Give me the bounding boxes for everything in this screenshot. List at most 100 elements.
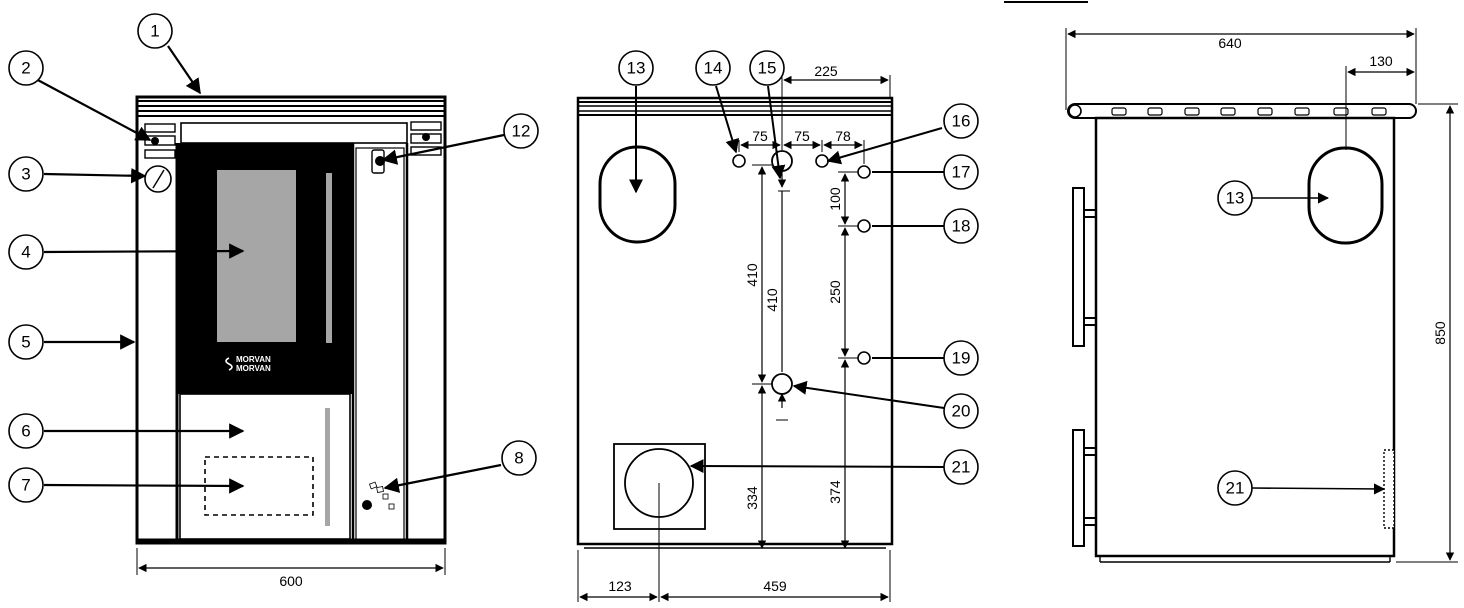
- leader-20: [792, 380, 945, 409]
- side-handle-upper: [1072, 187, 1085, 347]
- leader-12: [381, 133, 505, 165]
- control-slot: [144, 123, 176, 133]
- leader-2: [33, 77, 152, 141]
- dim-label-640: 640: [1218, 35, 1242, 51]
- ash-door-handle: [325, 408, 330, 526]
- callout-12: 12: [503, 113, 539, 149]
- callout-16: 16: [943, 103, 979, 139]
- dim-label-75a: 75: [752, 128, 768, 144]
- dim-label-600: 600: [279, 573, 303, 589]
- dim-label-374: 374: [827, 480, 843, 504]
- ash-pan-outline: [204, 456, 314, 516]
- port-17: [857, 165, 871, 179]
- svg-text:5: 5: [21, 333, 30, 352]
- svg-text:17: 17: [952, 163, 971, 182]
- leader-21-side: [1251, 483, 1386, 495]
- callout-17: 17: [943, 154, 979, 190]
- leader-3: [43, 168, 147, 184]
- front-view: MORVAN MORVAN 600: [135, 95, 447, 589]
- side-top-plate-end: [1068, 104, 1082, 118]
- svg-text:15: 15: [758, 59, 777, 78]
- callout-13-side: 13: [1217, 180, 1253, 216]
- svg-text:21: 21: [1226, 479, 1245, 498]
- callout-5: 5: [8, 324, 44, 360]
- port-18: [857, 219, 871, 233]
- callout-2: 2: [8, 50, 44, 86]
- callout-19: 19: [943, 340, 979, 376]
- brand-logo: MORVAN MORVAN: [225, 355, 271, 373]
- callout-1: 1: [137, 13, 173, 49]
- small-rating-label: [368, 481, 395, 510]
- brand-logo-line2: MORVAN: [236, 364, 271, 373]
- svg-text:8: 8: [514, 449, 523, 468]
- front-leaders: [33, 45, 505, 494]
- control-slot: [410, 121, 442, 131]
- leader-4: [43, 243, 245, 259]
- side-top-slots: [1111, 107, 1387, 116]
- front-right-panel: [355, 147, 405, 541]
- side-leaders: [1251, 192, 1386, 495]
- callout-18: 18: [943, 208, 979, 244]
- brand-logo-line1: MORVAN: [236, 355, 271, 364]
- side-handle-lower: [1072, 429, 1085, 547]
- svg-text:1: 1: [150, 22, 159, 41]
- leader-14: [715, 85, 740, 154]
- dim-label-100: 100: [827, 187, 843, 211]
- svg-text:3: 3: [21, 165, 30, 184]
- leader-21-back: [689, 459, 945, 474]
- svg-text:2: 2: [21, 59, 30, 78]
- gauge-needle: [152, 169, 165, 189]
- callout-4: 4: [8, 234, 44, 270]
- port-19: [857, 351, 871, 365]
- svg-text:20: 20: [952, 402, 971, 421]
- port-20: [771, 373, 793, 395]
- port-14: [732, 154, 746, 168]
- door-glass: [217, 170, 296, 342]
- dim-label-459: 459: [763, 578, 787, 594]
- callout-14: 14: [695, 50, 731, 86]
- dim-label-78: 78: [835, 128, 851, 144]
- dim-label-334: 334: [744, 486, 760, 510]
- callout-13-back: 13: [618, 50, 654, 86]
- callout-21-side: 21: [1217, 470, 1253, 506]
- svg-text:18: 18: [952, 217, 971, 236]
- ash-door: [179, 393, 351, 540]
- svg-text:6: 6: [21, 422, 30, 441]
- callout-8: 8: [501, 440, 537, 476]
- callout-3: 3: [8, 156, 44, 192]
- control-knob: [151, 137, 159, 145]
- dim-label-123: 123: [608, 578, 632, 594]
- callout-21-back: 21: [943, 449, 979, 485]
- control-knob: [422, 133, 430, 141]
- control-slot: [144, 149, 176, 159]
- svg-text:13: 13: [1226, 189, 1245, 208]
- dim-label-250: 250: [827, 280, 843, 304]
- svg-text:21: 21: [952, 458, 971, 477]
- back-flue-opening: [598, 145, 677, 244]
- side-flue-opening: [1307, 146, 1384, 245]
- dim-label-850: 850: [1432, 321, 1448, 345]
- svg-text:14: 14: [704, 59, 723, 78]
- back-leaders: [629, 85, 945, 474]
- svg-text:4: 4: [21, 243, 30, 262]
- callout-6: 6: [8, 413, 44, 449]
- svg-text:19: 19: [952, 349, 971, 368]
- dim-label-410a: 410: [744, 263, 760, 287]
- callout-7: 7: [8, 467, 44, 503]
- dim-label-410b: 410: [764, 288, 780, 312]
- bottom-control-dot: [362, 500, 372, 510]
- dim-label-75b: 75: [794, 128, 810, 144]
- dim-label-130: 130: [1369, 53, 1393, 69]
- leader-16: [826, 127, 943, 165]
- leader-15: [767, 85, 786, 180]
- svg-text:7: 7: [21, 476, 30, 495]
- door-handle: [326, 173, 332, 343]
- front-top-strip: [180, 122, 408, 144]
- callout-15: 15: [749, 50, 785, 86]
- leader-7: [43, 478, 245, 494]
- leader-8: [383, 463, 502, 493]
- svg-text:16: 16: [952, 112, 971, 131]
- leader-1: [167, 45, 201, 95]
- port-15: [771, 150, 793, 172]
